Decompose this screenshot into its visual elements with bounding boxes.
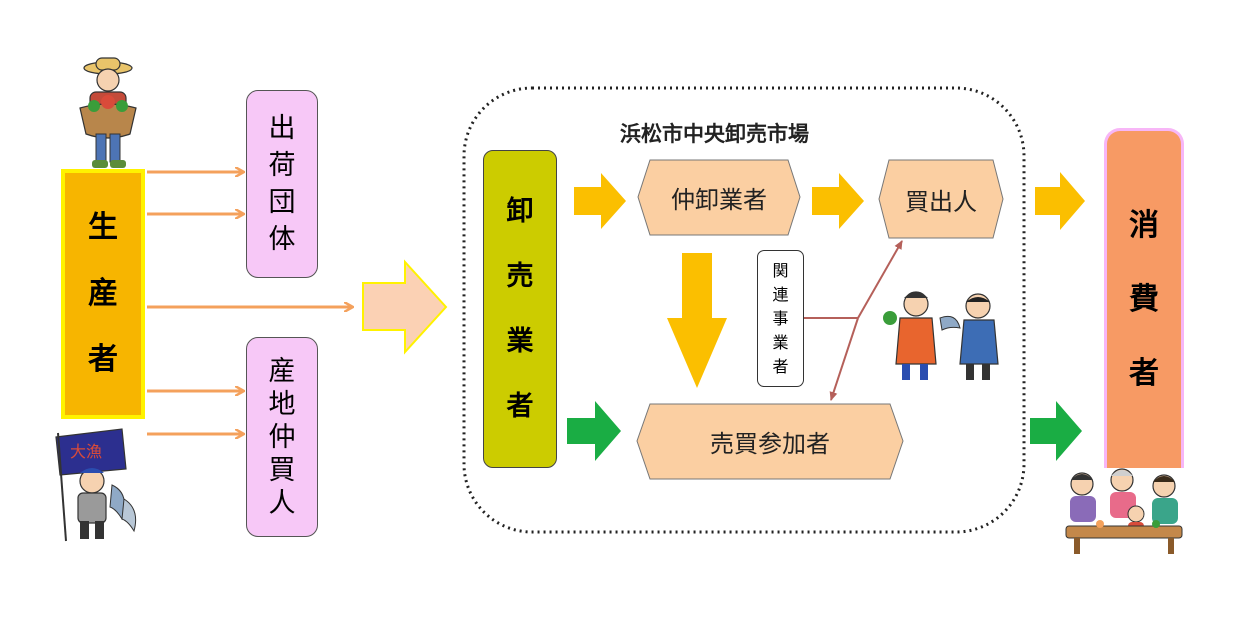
wholesaler-box: 卸 売 業 者 (483, 150, 557, 468)
producer-char: 産 (88, 276, 118, 311)
producer-char: 者 (88, 342, 118, 377)
related-business-char: 者 (772, 356, 789, 376)
related-to-buyer-arrow (857, 240, 903, 319)
fisherman-illustration: 大漁 (55, 428, 137, 542)
related-business-char: 業 (772, 332, 789, 352)
intermediate-wholesaler-shape (637, 159, 801, 236)
local-broker-char: 地 (268, 388, 296, 420)
wholesaler-char: 売 (506, 261, 534, 292)
vendors-illustration (883, 291, 999, 380)
wholesaler-char: 卸 (506, 196, 534, 227)
related-to-trade-arrow (829, 317, 859, 401)
consumer-char: 費 (1129, 281, 1159, 317)
market-to-consumer-yellow-arrow (1035, 172, 1085, 230)
intermediate-wholesaler-label: 仲卸業者 (671, 186, 767, 214)
related-business-box: 関 連 事 業 者 (757, 250, 804, 387)
big-block-arrow (362, 259, 448, 355)
market-title: 浜松市中央卸売市場 (620, 122, 809, 146)
market-to-consumer-green-arrow (1030, 401, 1082, 461)
wholesaler-to-intermediate-arrow (574, 173, 626, 229)
trade-participant-shape (636, 403, 904, 480)
farmer-illustration (79, 57, 137, 168)
producer-char: 生 (88, 210, 118, 245)
consumer-char: 者 (1129, 355, 1159, 391)
related-business-char: 連 (772, 284, 789, 304)
shipping-group-char: 団 (268, 187, 296, 218)
local-broker-char: 産 (268, 355, 296, 387)
local-broker-char: 人 (268, 487, 296, 519)
intermediate-to-buyer-arrow (812, 173, 864, 229)
consumer-box: 消 費 者 (1104, 128, 1184, 468)
market-boundary (462, 86, 1026, 534)
svg-text:大漁: 大漁 (70, 442, 102, 461)
shipping-group-char: 荷 (268, 150, 296, 181)
wholesaler-char: 業 (506, 326, 534, 357)
buyer-label: 買出人 (905, 187, 977, 216)
family-illustration (1065, 468, 1183, 554)
shipping-group-char: 出 (268, 113, 296, 144)
buyer-shape (878, 159, 1004, 239)
wholesaler-to-trade-arrow (567, 401, 621, 461)
related-business-char: 事 (772, 308, 789, 328)
related-business-char: 関 (772, 260, 789, 280)
trade-participant-label: 売買参加者 (710, 430, 830, 458)
shipping-group-char: 体 (268, 224, 296, 255)
producer-box: 生 産 者 (61, 169, 145, 419)
shipping-group-box: 出 荷 団 体 (246, 90, 318, 278)
local-broker-box: 産 地 仲 買 人 (246, 337, 318, 537)
intermediate-to-trade-down-arrow (667, 253, 727, 388)
local-broker-char: 買 (268, 454, 296, 486)
local-broker-char: 仲 (268, 421, 296, 453)
consumer-char: 消 (1129, 207, 1159, 243)
wholesaler-char: 者 (506, 391, 534, 422)
